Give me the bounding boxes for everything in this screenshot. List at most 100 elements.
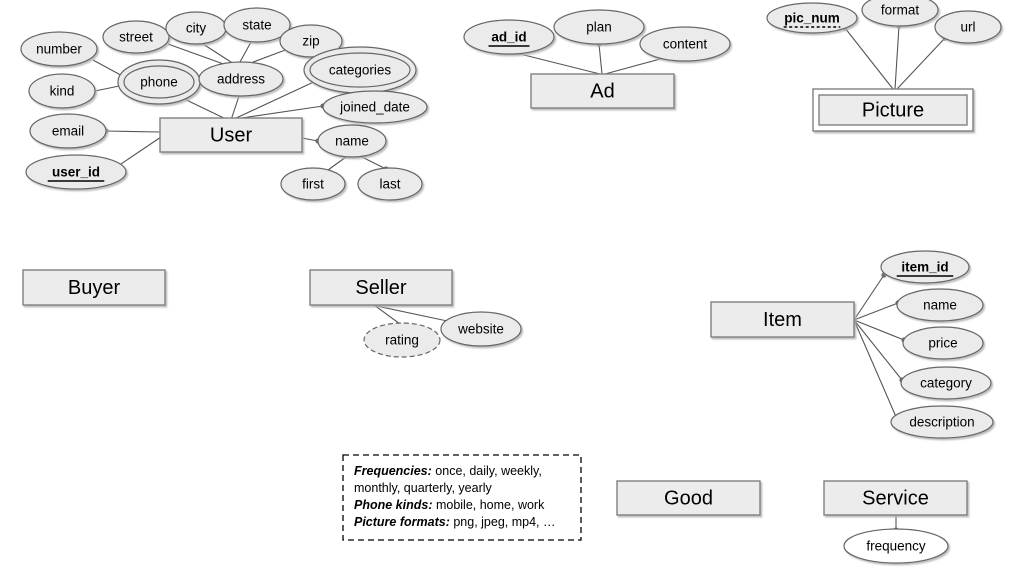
attribute-phone[interactable]: phone bbox=[117, 59, 201, 105]
legend-line-2-body: monthly, quarterly, yearly bbox=[354, 481, 493, 495]
edge-url-to-picture bbox=[896, 35, 948, 90]
edge-item-to-item_id bbox=[853, 272, 887, 321]
attribute-website[interactable]: website bbox=[440, 311, 522, 347]
attribute-ad_id[interactable]: ad_id bbox=[463, 19, 555, 55]
legend-line-1: Frequencies: once, daily, weekly, bbox=[354, 464, 542, 478]
attribute-state[interactable]: state bbox=[223, 7, 291, 43]
attribute-plan[interactable]: plan bbox=[553, 9, 645, 45]
attribute-rating[interactable]: rating bbox=[363, 322, 441, 358]
attribute-category-ellipse bbox=[900, 366, 992, 400]
attribute-zip-ellipse bbox=[279, 24, 343, 58]
attribute-state-label: state bbox=[242, 18, 271, 33]
attribute-category-label: category bbox=[920, 376, 972, 391]
entity-user[interactable]: User bbox=[159, 117, 303, 153]
entity-seller-box bbox=[309, 269, 453, 306]
legend-line-4-heading: Picture formats: bbox=[354, 515, 450, 529]
attribute-name-ellipse bbox=[317, 124, 387, 158]
legend-note: Frequencies: once, daily, weekly, monthly… bbox=[342, 454, 582, 541]
attribute-price-ellipse bbox=[902, 326, 984, 360]
attribute-state-ellipse bbox=[223, 7, 291, 43]
attribute-item_id-ellipse bbox=[880, 250, 970, 284]
attribute-user_id[interactable]: user_id bbox=[25, 154, 127, 190]
legend-line-3-body: mobile, home, work bbox=[432, 498, 545, 512]
attribute-rating-label: rating bbox=[385, 333, 419, 348]
attribute-street-ellipse bbox=[102, 20, 170, 54]
edge-joined_date-to-user bbox=[234, 103, 326, 120]
entity-service-label: Service bbox=[862, 487, 929, 509]
attribute-description-label: description bbox=[909, 415, 974, 430]
attribute-item_id-label: item_id bbox=[901, 260, 948, 275]
attribute-website-ellipse bbox=[440, 311, 522, 347]
attribute-email-ellipse bbox=[29, 113, 107, 149]
attribute-categories[interactable]: categories bbox=[303, 46, 417, 94]
entity-ad[interactable]: Ad bbox=[530, 73, 675, 109]
attribute-url[interactable]: url bbox=[934, 10, 1002, 44]
attribute-zip[interactable]: zip bbox=[279, 24, 343, 58]
attribute-number[interactable]: number bbox=[20, 31, 98, 67]
attribute-kind-ellipse bbox=[28, 73, 96, 109]
attribute-item_id[interactable]: item_id bbox=[880, 250, 970, 284]
edge-plan-to-ad bbox=[596, 41, 603, 75]
entity-item[interactable]: Item bbox=[710, 301, 855, 338]
attribute-number-label: number bbox=[36, 42, 82, 57]
entity-good[interactable]: Good bbox=[616, 480, 761, 516]
attribute-category[interactable]: category bbox=[900, 366, 992, 400]
attribute-email[interactable]: email bbox=[29, 113, 107, 149]
attribute-url-ellipse bbox=[934, 10, 1002, 44]
attribute-joined_date[interactable]: joined_date bbox=[322, 90, 428, 124]
attribute-description-ellipse bbox=[890, 405, 994, 439]
attribute-frequency[interactable]: frequency bbox=[843, 528, 949, 564]
attribute-street[interactable]: street bbox=[102, 20, 170, 54]
attribute-format[interactable]: format bbox=[861, 0, 939, 27]
attribute-content[interactable]: content bbox=[639, 26, 731, 62]
edge-seller-to-website bbox=[371, 304, 453, 323]
legend-line-1-heading: Frequencies: bbox=[354, 464, 432, 478]
entity-picture[interactable]: Picture bbox=[812, 88, 974, 132]
attribute-categories-label: categories bbox=[329, 63, 392, 78]
entity-ad-label: Ad bbox=[590, 80, 614, 102]
attribute-item_name-ellipse bbox=[896, 288, 984, 322]
attribute-last-ellipse bbox=[357, 167, 423, 201]
legend-line-3: Phone kinds: mobile, home, work bbox=[354, 498, 545, 512]
attribute-address[interactable]: address bbox=[198, 61, 284, 97]
attribute-price[interactable]: price bbox=[902, 326, 984, 360]
entity-seller-label: Seller bbox=[355, 277, 406, 299]
attribute-kind[interactable]: kind bbox=[28, 73, 96, 109]
attribute-ad_id-label: ad_id bbox=[491, 30, 526, 45]
attribute-first-ellipse bbox=[280, 167, 346, 201]
entity-service[interactable]: Service bbox=[823, 480, 968, 516]
attribute-frequency-ellipse bbox=[843, 528, 949, 564]
attribute-description[interactable]: description bbox=[890, 405, 994, 439]
attribute-last-label: last bbox=[379, 177, 400, 192]
edge-categories-to-user bbox=[233, 79, 319, 120]
attribute-item_name-label: name bbox=[923, 298, 957, 313]
edge-format-to-picture bbox=[894, 23, 902, 90]
attribute-frequency-label: frequency bbox=[866, 539, 926, 554]
attribute-content-label: content bbox=[663, 37, 708, 52]
edge-street-to-address bbox=[167, 43, 230, 67]
attribute-city[interactable]: city bbox=[165, 11, 227, 45]
entity-seller[interactable]: Seller bbox=[309, 269, 453, 306]
entity-user-box bbox=[159, 117, 303, 153]
attribute-name[interactable]: name bbox=[317, 124, 387, 158]
attribute-pic_num[interactable]: pic_num bbox=[766, 2, 858, 34]
edge-first-to-name bbox=[327, 156, 347, 171]
attribute-first[interactable]: first bbox=[280, 167, 346, 201]
attribute-joined_date-ellipse bbox=[322, 90, 428, 124]
attribute-price-label: price bbox=[928, 336, 957, 351]
attribute-item_name[interactable]: name bbox=[896, 288, 984, 322]
attribute-email-label: email bbox=[52, 124, 84, 139]
edge-address-to-user bbox=[230, 95, 240, 121]
attribute-url-label: url bbox=[960, 20, 975, 35]
attribute-phone-label: phone bbox=[140, 75, 178, 90]
entity-good-label: Good bbox=[664, 487, 713, 509]
attribute-website-label: website bbox=[457, 322, 504, 337]
attribute-pic_num-label: pic_num bbox=[784, 11, 840, 26]
entity-service-box bbox=[823, 480, 968, 516]
legend-line-2: monthly, quarterly, yearly bbox=[354, 481, 493, 495]
attribute-last[interactable]: last bbox=[357, 167, 423, 201]
entity-buyer[interactable]: Buyer bbox=[22, 269, 166, 306]
